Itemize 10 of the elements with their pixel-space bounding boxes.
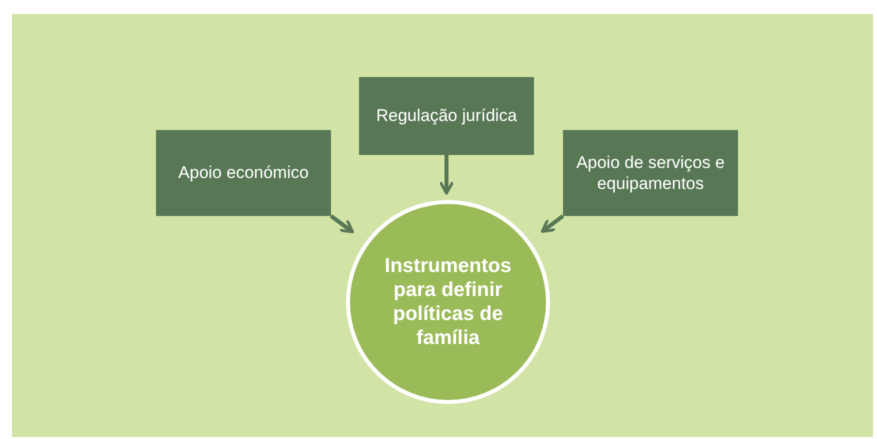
arrow [540,214,564,233]
arrow [438,155,454,195]
circle-label: Instrumentos para definir políticas de família [384,254,512,350]
category-box [359,77,534,155]
category-box [563,130,738,216]
box-label: Apoio de serviços e equipamentos [575,152,726,194]
box-label: Regulação jurídica [376,105,517,127]
arrow [330,214,354,234]
category-box [156,130,331,216]
box-label: Apoio económico [178,162,309,184]
